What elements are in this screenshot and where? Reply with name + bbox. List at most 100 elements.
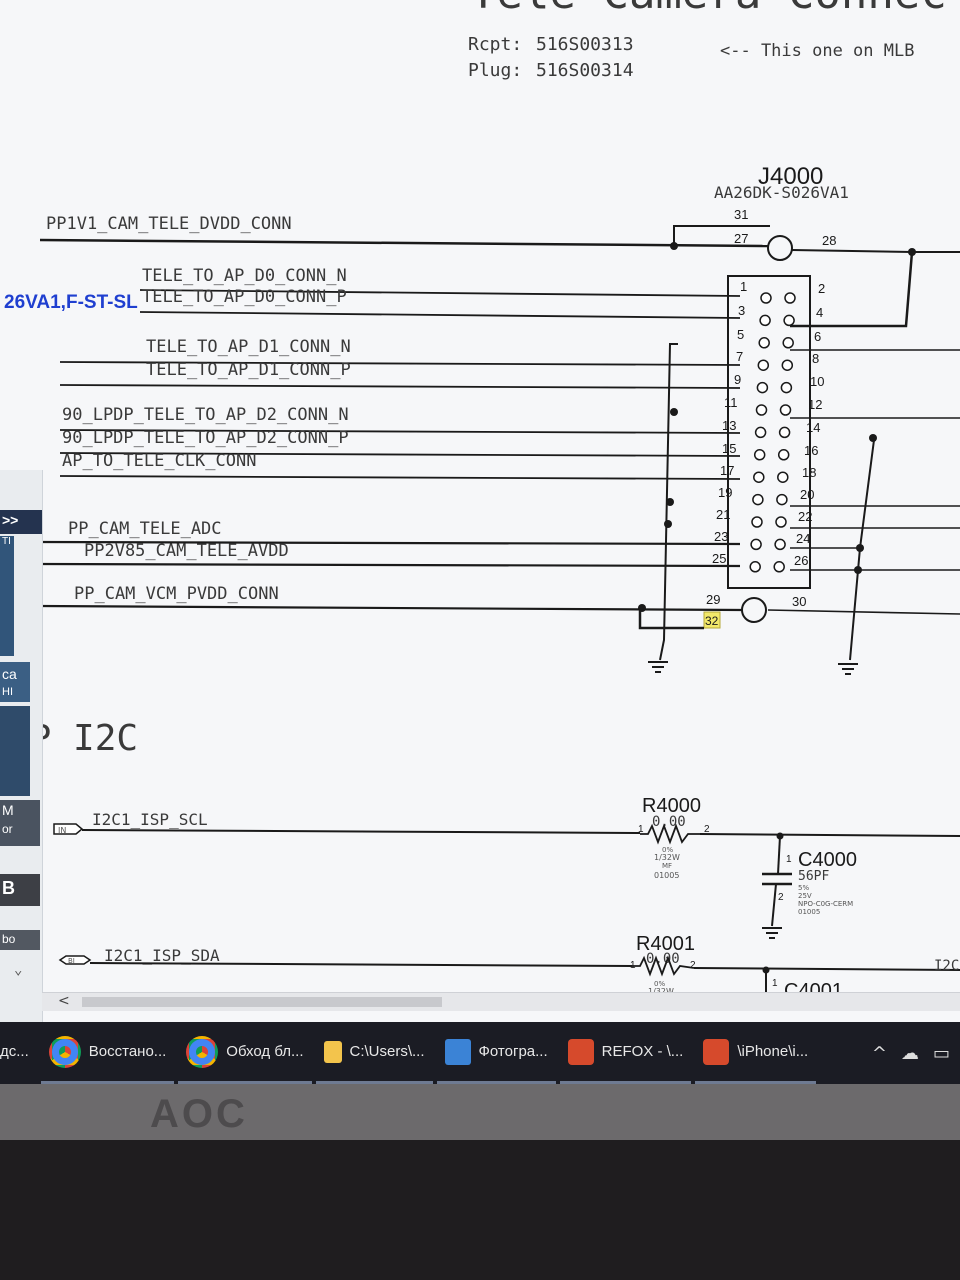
c4000-ref[interactable]: C4000 — [798, 849, 857, 871]
connector-pin-left — [752, 493, 764, 506]
r4000-spec-2: MF — [662, 862, 672, 870]
taskbar-item-explorer[interactable]: C:\Users\... — [315, 1022, 433, 1084]
panel-label-ca: ca — [2, 666, 17, 682]
net-tele-d1-n[interactable]: TELE_TO_AP_D1_CONN_N — [146, 337, 351, 357]
panel-label-b: B — [2, 878, 15, 898]
net-pp2v85-avdd[interactable]: PP2V85_CAM_TELE_AVDD — [84, 541, 289, 561]
taskbar-item-chrome-2[interactable]: Обход бл... — [178, 1022, 312, 1084]
panel-block-6[interactable]: bo — [0, 930, 40, 950]
connector-pin-left — [751, 516, 763, 528]
c4000-spec-1: 25V — [798, 892, 812, 900]
connector-pin-left — [757, 359, 770, 371]
net-pp1v1-cam-tele-dvdd[interactable]: PP1V1_CAM_TELE_DVDD_CONN — [46, 214, 292, 234]
refox-icon — [567, 1038, 594, 1065]
side-panel[interactable]: >> TI ca HI M or B bo ⌄ — [0, 470, 43, 1022]
wire-avdd — [39, 562, 741, 568]
schematic-canvas[interactable]: Tele Camera Connec Rcpt: 516S00313 Plug:… — [0, 0, 960, 1000]
panel-label-or: or — [2, 822, 13, 836]
wire-sda — [89, 962, 633, 967]
taskbar-item-photos[interactable]: Фотогра... — [436, 1022, 556, 1084]
expand-button[interactable]: >> — [0, 510, 42, 534]
junction-dot — [869, 434, 877, 442]
scrollbar-thumb[interactable] — [82, 997, 442, 1007]
connector-pin-left — [749, 561, 761, 573]
connector-pin-left — [755, 404, 768, 416]
net-i2c1-isp-scl[interactable]: I2C1_ISP_SCL — [92, 810, 208, 829]
taskbar-item-0[interactable]: дс... — [0, 1022, 37, 1084]
svg-text:IN: IN — [58, 826, 66, 835]
net-pp-cam-vcm-pvdd[interactable]: PP_CAM_VCM_PVDD_CONN — [74, 584, 279, 604]
pin-10: 10 — [810, 374, 824, 389]
wire-gnd-bus-left — [659, 343, 678, 661]
connector-pin-left — [759, 314, 771, 327]
connector-ref[interactable]: J4000 — [758, 163, 823, 190]
pin-17: 17 — [720, 463, 734, 478]
net-d2-n[interactable]: 90_LPDP_TELE_TO_AP_D2_CONN_N — [62, 405, 349, 425]
net-tele-d0-p[interactable]: TELE_TO_AP_D0_CONN_P — [142, 287, 347, 307]
net-i2c1-isp-sda[interactable]: I2C1_ISP_SDA — [104, 946, 220, 965]
connector-pin-left — [756, 381, 769, 394]
net-ap-to-tele-clk[interactable]: AP_TO_TELE_CLK_CONN — [62, 451, 256, 471]
horizontal-scrollbar[interactable]: < — [42, 992, 960, 1011]
c4000-pin1: 1 — [786, 854, 792, 865]
r4001-ref[interactable]: R4001 — [636, 933, 695, 955]
connector-pin-right — [774, 538, 786, 551]
pin-15: 15 — [722, 441, 736, 456]
tray-battery-icon[interactable]: ▭ — [932, 1042, 950, 1064]
r4000-spec-3: 01005 — [654, 871, 679, 880]
connector-pin-right — [777, 471, 789, 483]
c4000-spec-0: 5% — [798, 884, 809, 892]
plug-value: 516S00314 — [536, 60, 634, 81]
junction-dot — [666, 498, 674, 506]
wire-sda-out — [693, 967, 960, 971]
ground-symbol-c4000 — [762, 927, 782, 939]
taskbar-item-chrome-1[interactable]: Восстано... — [40, 1022, 175, 1084]
r4000-ref[interactable]: R4000 — [642, 795, 701, 817]
refox-icon — [703, 1038, 730, 1065]
offpage-ref[interactable]: 26VA1,F-ST-SL — [4, 292, 138, 313]
chrome-icon — [186, 1035, 219, 1068]
panel-block-4[interactable]: M or — [0, 800, 40, 846]
pin-32-highlight — [703, 611, 721, 629]
panel-block-2[interactable]: ca HI — [0, 662, 30, 702]
wire-d1-n — [59, 361, 741, 366]
taskbar-item-refox-2[interactable]: \iPhone\i... — [695, 1022, 817, 1084]
connector-pin-right — [775, 516, 787, 528]
net-tele-d0-n[interactable]: TELE_TO_AP_D0_CONN_N — [142, 266, 347, 286]
connector-pin-right — [777, 449, 790, 461]
panel-block-1[interactable]: TI — [0, 536, 14, 656]
taskbar-label-4: Фотогра... — [478, 1043, 548, 1060]
plug-label: Plug: — [468, 60, 522, 81]
pin-29: 29 — [706, 592, 720, 607]
connector-pin-left — [753, 449, 766, 461]
ground-symbol-left — [648, 661, 668, 673]
pin-27: 27 — [734, 231, 748, 246]
junction-dot — [664, 520, 672, 528]
connector-mount-pad-top — [767, 235, 793, 261]
resistor-r4001-symbol — [632, 955, 695, 977]
pin-24: 24 — [796, 531, 810, 546]
panel-collapse-chevron-icon[interactable]: ⌄ — [14, 962, 23, 978]
taskbar-label-2: Обход бл... — [226, 1043, 304, 1060]
resistor-r4000-symbol — [640, 823, 700, 845]
pin-22: 22 — [798, 509, 812, 524]
wire-d1-p — [59, 384, 741, 389]
scroll-left-arrow-icon[interactable]: < — [58, 993, 70, 1009]
panel-block-3[interactable] — [0, 706, 30, 796]
connector-pin-right — [782, 337, 794, 349]
net-tele-d1-p[interactable]: TELE_TO_AP_D1_CONN_P — [146, 360, 351, 380]
tray-chevron-up-icon[interactable]: ^ — [871, 1042, 887, 1064]
connector-pins — [749, 292, 796, 573]
net-pp-cam-tele-adc[interactable]: PP_CAM_TELE_ADC — [68, 519, 222, 539]
panel-block-5[interactable]: B — [0, 874, 40, 906]
wire-scl-out — [699, 833, 960, 837]
pin-9: 9 — [734, 372, 741, 387]
wire-right-bus — [790, 251, 914, 328]
tray-cloud-icon[interactable]: ☁ — [900, 1042, 919, 1064]
wire-adc — [39, 540, 741, 546]
pin-7: 7 — [736, 349, 743, 364]
c4000-pin2: 2 — [778, 892, 784, 903]
right-edge-net[interactable]: I2C — [934, 958, 959, 974]
net-d2-p[interactable]: 90_LPDP_TELE_TO_AP_D2_CONN_P — [62, 428, 349, 448]
taskbar-item-refox-1[interactable]: REFOX - \... — [559, 1022, 692, 1084]
